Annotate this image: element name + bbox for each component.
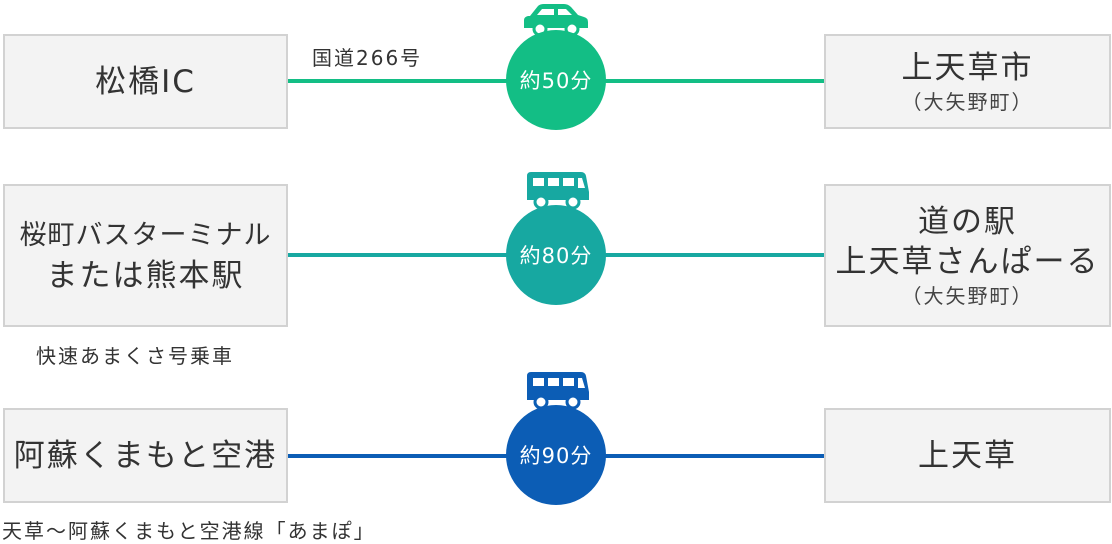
duration-badge-car: 約50分 [506,30,606,130]
car-icon [524,4,588,36]
origin-line1: 桜町バスターミナル [19,219,272,251]
destination-box-kamiamakusa: 上天草 [824,408,1111,503]
origin-line2: または熊本駅 [46,257,245,294]
origin-box-sakuramachi-kumamoto: 桜町バスターミナル または熊本駅 [3,184,288,327]
origin-box-aso-kumamoto-airport: 阿蘇くまもと空港 [3,408,288,503]
destination-name: 上天草 [918,437,1017,474]
origin-name: 阿蘇くまもと空港 [13,437,278,474]
origin-name: 松橋IC [95,63,196,100]
service-label-rapid-amakusa: 快速あまくさ号乗車 [36,344,234,368]
service-label-amapo: 天草～阿蘇くまもと空港線「あまぽ」 [2,519,376,543]
destination-line2: 上天草さんぱーる [835,243,1100,280]
duration-badge-airport-bus: 約90分 [506,405,606,505]
duration-text: 約50分 [519,69,593,93]
origin-box-matsubase-ic: 松橋IC [3,34,288,129]
destination-sub: （大矢野町） [901,283,1034,308]
route-label-national-road: 国道266号 [312,46,423,70]
destination-sub: （大矢野町） [901,89,1034,114]
destination-line1: 道の駅 [918,203,1017,240]
destination-name: 上天草市 [901,49,1034,86]
destination-box-michinoeki-sanparu: 道の駅 上天草さんぱーる （大矢野町） [824,184,1111,327]
duration-text: 約80分 [519,244,593,268]
duration-badge-rapid-bus: 約80分 [506,205,606,305]
bus-icon [527,372,589,410]
bus-icon [527,172,589,210]
destination-box-kamiamakusa-city: 上天草市 （大矢野町） [824,34,1111,129]
duration-text: 約90分 [519,444,593,468]
